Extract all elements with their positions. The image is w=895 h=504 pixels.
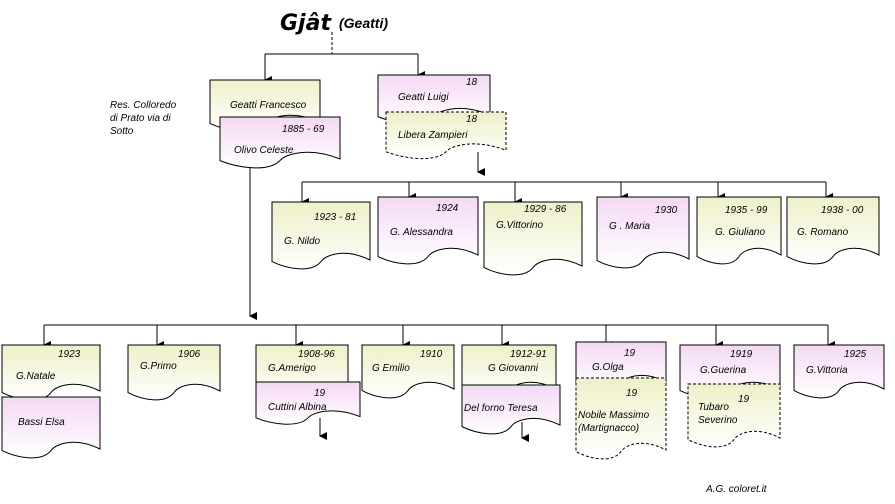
card-name: Nobile Massimo xyxy=(578,410,650,421)
card-name: G.Amerigo xyxy=(268,363,316,374)
card-name: Geatti Francesco xyxy=(230,100,307,111)
connector-lines xyxy=(43,32,835,442)
card-year: 19 xyxy=(626,388,638,399)
card-shape xyxy=(385,111,507,160)
card-shape xyxy=(575,377,667,460)
card-name-line-2: (Martignacco) xyxy=(578,423,639,434)
person-card-emilio: 1910 G Emilio xyxy=(361,344,455,399)
card-year: 19 xyxy=(314,388,326,399)
card-name: G. Nildo xyxy=(284,236,321,247)
card-name: G.Primo xyxy=(140,361,177,372)
card-name: G. Alessandra xyxy=(390,227,453,238)
card-shape xyxy=(461,384,561,435)
card-year: 19 xyxy=(624,348,636,359)
person-card-olivo: 1885 - 69 Olivo Celeste xyxy=(219,116,341,169)
card-year: 1910 xyxy=(420,349,443,360)
card-year: 1908-96 xyxy=(298,349,335,360)
card-name: G.Vittorino xyxy=(496,220,543,231)
residence-note-line-1: Res. Colloredo xyxy=(110,100,177,111)
card-name: G.Guerina xyxy=(700,365,747,376)
card-year: 1906 xyxy=(178,349,201,360)
card-shape xyxy=(483,201,583,276)
card-year: 1925 xyxy=(844,349,867,360)
card-name: G.Olga xyxy=(592,362,624,373)
card-year: 1885 - 69 xyxy=(282,124,325,135)
card-shape xyxy=(793,344,885,399)
card-name: G.Vittoria xyxy=(806,365,848,376)
card-name: Bassi Elsa xyxy=(18,417,65,428)
card-year: 1923 - 81 xyxy=(314,212,356,223)
card-name: Del forno Teresa xyxy=(464,403,538,414)
card-year: 18 xyxy=(466,114,478,125)
card-shape xyxy=(255,381,361,425)
card-name-line-2: Severino xyxy=(698,415,738,426)
person-card-vittorino: 1929 - 86 G.Vittorino xyxy=(483,201,583,276)
card-name: G.Natale xyxy=(16,371,56,382)
card-shape xyxy=(786,196,880,265)
card-shape xyxy=(687,383,781,448)
card-name: G . Maria xyxy=(609,221,651,232)
person-card-nildo: 1923 - 81 G. Nildo xyxy=(271,201,371,270)
card-year: 18 xyxy=(466,77,478,88)
card-name: G. Romano xyxy=(797,227,849,238)
card-year: 1930 xyxy=(655,205,678,216)
residence-note-line-3: Sotto xyxy=(110,126,134,137)
card-name: G Giovanni xyxy=(488,363,539,374)
card-name: Olivo Celeste xyxy=(234,145,294,156)
card-year: 1919 xyxy=(730,349,753,360)
card-shape xyxy=(596,196,690,269)
card-name: Libera Zampieri xyxy=(398,130,468,141)
card-year: 1935 - 99 xyxy=(725,205,768,216)
card-name: G Emilio xyxy=(372,363,410,374)
credit-text: A.G. coloret.it xyxy=(705,484,768,495)
card-year: 1923 xyxy=(58,349,81,360)
card-year: 1912-91 xyxy=(510,349,547,360)
person-card-bassi: Bassi Elsa xyxy=(1,396,101,459)
card-shape xyxy=(127,344,221,401)
diagram-title: Gjât xyxy=(280,11,332,36)
person-card-delforno: Del forno Teresa xyxy=(461,384,561,435)
card-name: Tubaro xyxy=(698,402,729,413)
person-card-maria: 1930 G . Maria xyxy=(596,196,690,269)
card-name: G. Giuliano xyxy=(715,227,765,238)
residence-note-line-2: di Prato via di xyxy=(110,113,171,124)
card-year: 19 xyxy=(738,394,750,405)
person-card-alessandra: 1924 G. Alessandra xyxy=(377,196,479,265)
card-shape xyxy=(696,196,782,265)
card-shape xyxy=(271,201,371,270)
diagram-subtitle: (Geatti) xyxy=(339,15,388,31)
card-year: 1938 - 00 xyxy=(821,205,864,216)
card-name: Cuttini Albina xyxy=(268,402,327,413)
card-shape xyxy=(1,396,101,459)
person-card-giuliano: 1935 - 99 G. Giuliano xyxy=(696,196,782,265)
card-shape xyxy=(377,196,479,265)
person-card-romano: 1938 - 00 G. Romano xyxy=(786,196,880,265)
card-year: 1924 xyxy=(436,203,459,214)
card-shape xyxy=(219,116,341,169)
card-name: Geatti Luigi xyxy=(398,92,449,103)
card-year: 1929 - 86 xyxy=(524,204,567,215)
card-shape xyxy=(361,344,455,399)
